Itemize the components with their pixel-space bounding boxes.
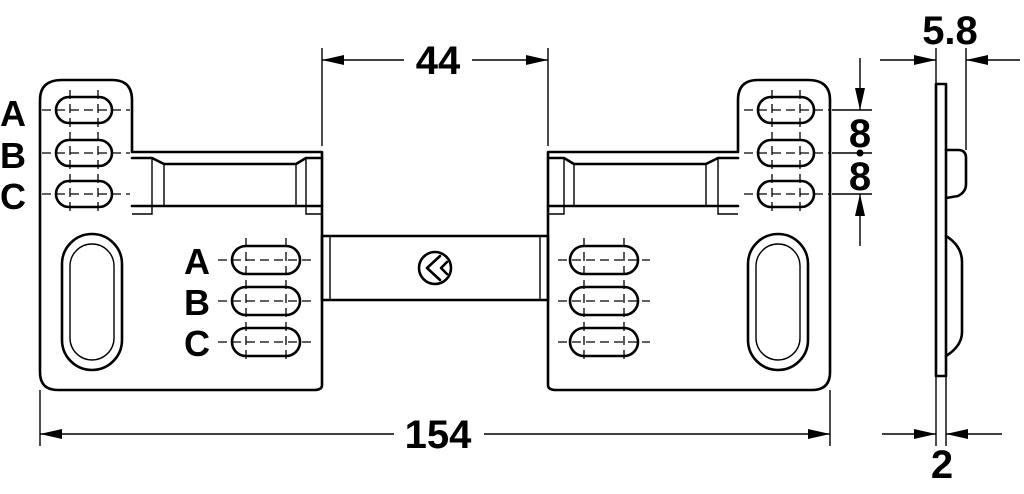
dimension-8-upper-label: 8 [849,112,871,156]
left-plate [38,78,324,392]
slot-group-left-center [218,238,312,364]
slot-labels-center: A B C [184,241,210,364]
label-b-left: B [0,135,26,176]
slot-group-left-top [42,90,130,214]
side-view [934,82,968,378]
label-b-center: B [184,282,210,323]
slot-group-right-center [558,238,650,364]
center-bridge [320,234,550,302]
dimension-154: 154 [39,390,831,457]
dimension-5-8: 5.8 [880,9,1020,150]
label-c-left: C [0,176,26,217]
large-slot-left [60,232,124,372]
dimension-44-label: 44 [416,39,461,83]
dimension-pitch: 8 8 [832,58,872,246]
dimension-154-label: 154 [405,413,472,457]
dimension-5-8-label: 5.8 [922,9,978,53]
dimension-2-label: 2 [931,443,953,487]
label-a-center: A [184,241,210,282]
label-c-center: C [184,323,210,364]
slot-group-right-top [744,90,830,214]
right-plate [546,78,832,392]
dimension-8-lower-label: 8 [849,155,871,199]
dimension-2: 2 [882,376,1002,487]
label-a-left: A [0,93,26,134]
large-slot-right [746,232,810,372]
slot-labels-left: A B C [0,93,26,217]
dimension-44: 44 [321,39,549,146]
brand-logo-icon [417,250,453,286]
